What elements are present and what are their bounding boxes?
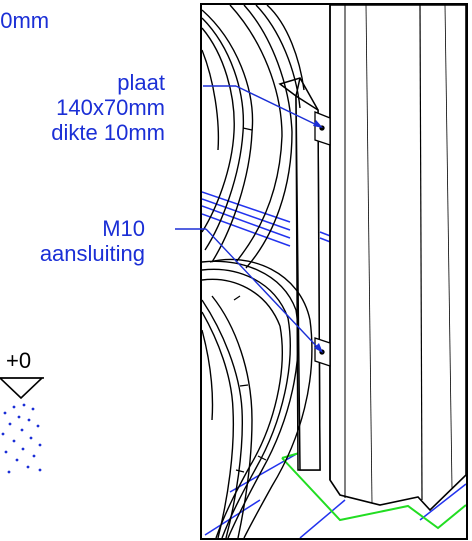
curved-arches <box>202 5 313 538</box>
detail-view <box>202 5 466 538</box>
leader-arrowheads <box>313 120 323 353</box>
plate-label: plaat 140x70mm dikte 10mm <box>51 70 165 145</box>
back-plank <box>278 77 321 471</box>
lamination-joints <box>233 127 267 473</box>
level-marker <box>0 377 44 474</box>
connection-label: M10 aansluiting <box>40 216 145 266</box>
soil-hatch-dots <box>1 403 42 474</box>
connection-label-line1: M10 <box>102 216 145 241</box>
connection-leader <box>205 228 322 352</box>
dimension-label: 80mm <box>0 8 50 33</box>
steel-plate-top <box>314 111 331 146</box>
leader-lines <box>175 85 322 352</box>
plate-label-line3: dikte 10mm <box>51 120 165 145</box>
connection-label-line2: aansluiting <box>39 241 145 266</box>
level-triangle <box>0 377 44 400</box>
green-outline <box>281 457 466 530</box>
column <box>329 5 466 512</box>
level-label: +0 <box>6 348 32 373</box>
plate-label-line1: plaat <box>117 70 165 95</box>
plate-label-line2: 140x70mm <box>56 95 165 120</box>
plate-leader <box>235 85 322 128</box>
